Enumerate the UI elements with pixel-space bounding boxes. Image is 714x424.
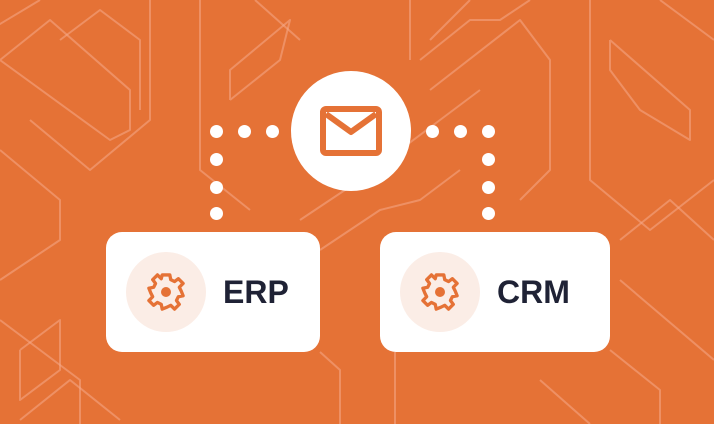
- connector-dot: [238, 125, 251, 138]
- connector-dot: [482, 207, 495, 220]
- connector-dot: [482, 153, 495, 166]
- email-node: [291, 71, 411, 191]
- connector-dot: [266, 125, 279, 138]
- crm-card: CRM: [380, 232, 610, 352]
- connector-dot: [482, 125, 495, 138]
- connector-dot: [482, 181, 495, 194]
- connector-dot: [454, 125, 467, 138]
- connector-dot: [210, 125, 223, 138]
- erp-icon-circle: [126, 252, 206, 332]
- connector-dot: [210, 153, 223, 166]
- crm-label: CRM: [497, 274, 570, 310]
- crm-icon-circle: [400, 252, 480, 332]
- connector-dot: [210, 181, 223, 194]
- connector-dot: [210, 207, 223, 220]
- connector-dot: [426, 125, 439, 138]
- erp-label: ERP: [223, 274, 289, 310]
- gear-icon: [147, 273, 185, 311]
- gear-icon: [421, 273, 459, 311]
- envelope-icon: [320, 106, 382, 156]
- erp-card: ERP: [106, 232, 320, 352]
